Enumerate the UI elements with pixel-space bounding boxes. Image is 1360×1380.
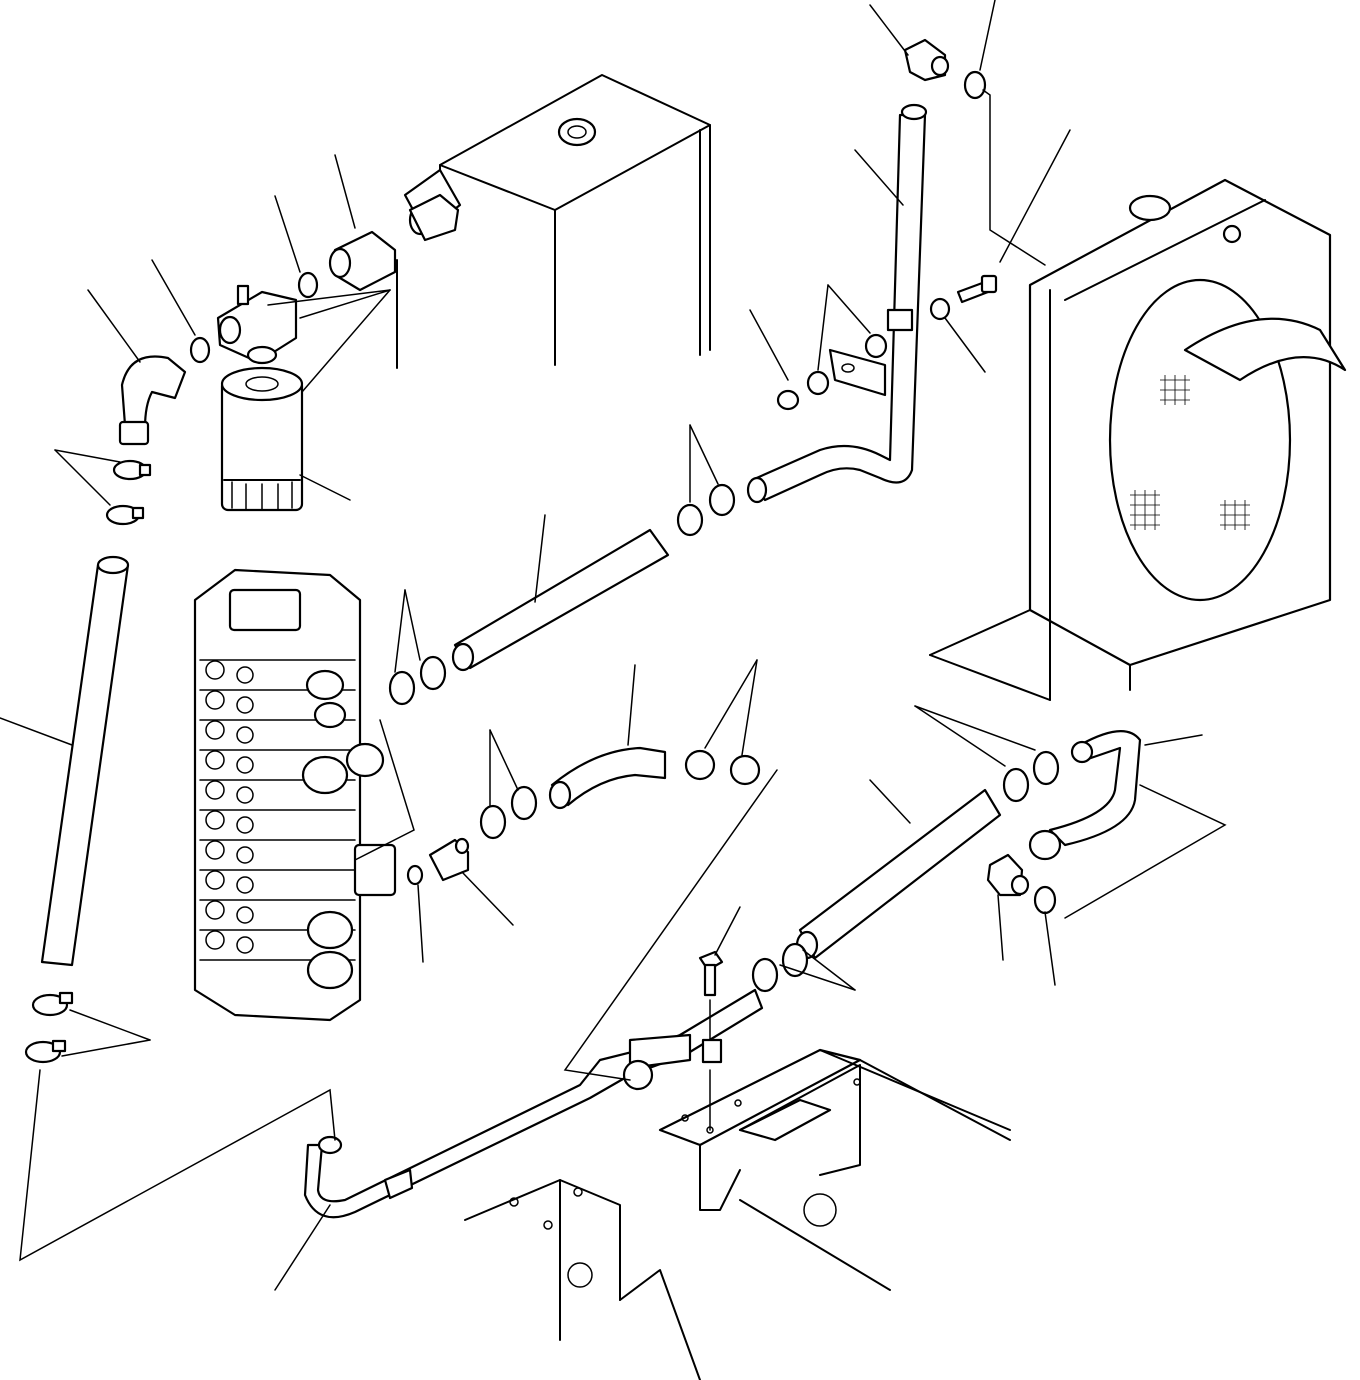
- tube-bottom: [303, 988, 764, 1219]
- bolt-bracket: [956, 274, 998, 304]
- filter-head: [216, 284, 298, 365]
- nut-bottom: [701, 1038, 723, 1064]
- o-ring-valve: [406, 864, 424, 886]
- radiator-floor: [929, 609, 1051, 701]
- clamps-lower-middle-left: [479, 785, 538, 840]
- tube-upper-right: [746, 103, 928, 504]
- oil-filter: [220, 366, 304, 512]
- hose-lower-middle: [548, 746, 667, 810]
- frame-bracket: [464, 1048, 1011, 1380]
- leader-lines: [0, 0, 1227, 1291]
- left-vertical-hose: [40, 555, 130, 967]
- tube-clip-bracket: [828, 348, 887, 397]
- clamps-lower-long: [751, 942, 809, 993]
- o-ring-top: [963, 70, 987, 100]
- adapter-fitting: [328, 230, 397, 292]
- radiator: [1028, 178, 1347, 701]
- clamps-upper-middle-left: [388, 655, 447, 706]
- o-ring-elbow: [189, 336, 211, 364]
- hose-right-curved: [1028, 730, 1142, 861]
- washers-bracket: [776, 297, 951, 411]
- clamps-right: [1002, 750, 1060, 803]
- clamps-lower-left: [24, 991, 74, 1064]
- tank-port-fitting: [408, 193, 460, 242]
- elbow-top: [903, 38, 950, 82]
- hose-upper-middle: [451, 528, 670, 672]
- o-ring-filter: [297, 271, 319, 299]
- elbow-right: [986, 853, 1030, 897]
- clamps-lower-middle-right: [684, 749, 761, 786]
- elbow-filter-outlet: [118, 355, 187, 446]
- bolt-bottom: [698, 950, 724, 997]
- valve-port-fitting: [428, 837, 470, 882]
- hose-lower-long: [795, 788, 1002, 960]
- clamps-upper-middle-right: [676, 483, 736, 537]
- control-valve: [193, 568, 397, 1022]
- o-ring-right: [1033, 885, 1057, 915]
- clamps-upper-left: [105, 459, 152, 526]
